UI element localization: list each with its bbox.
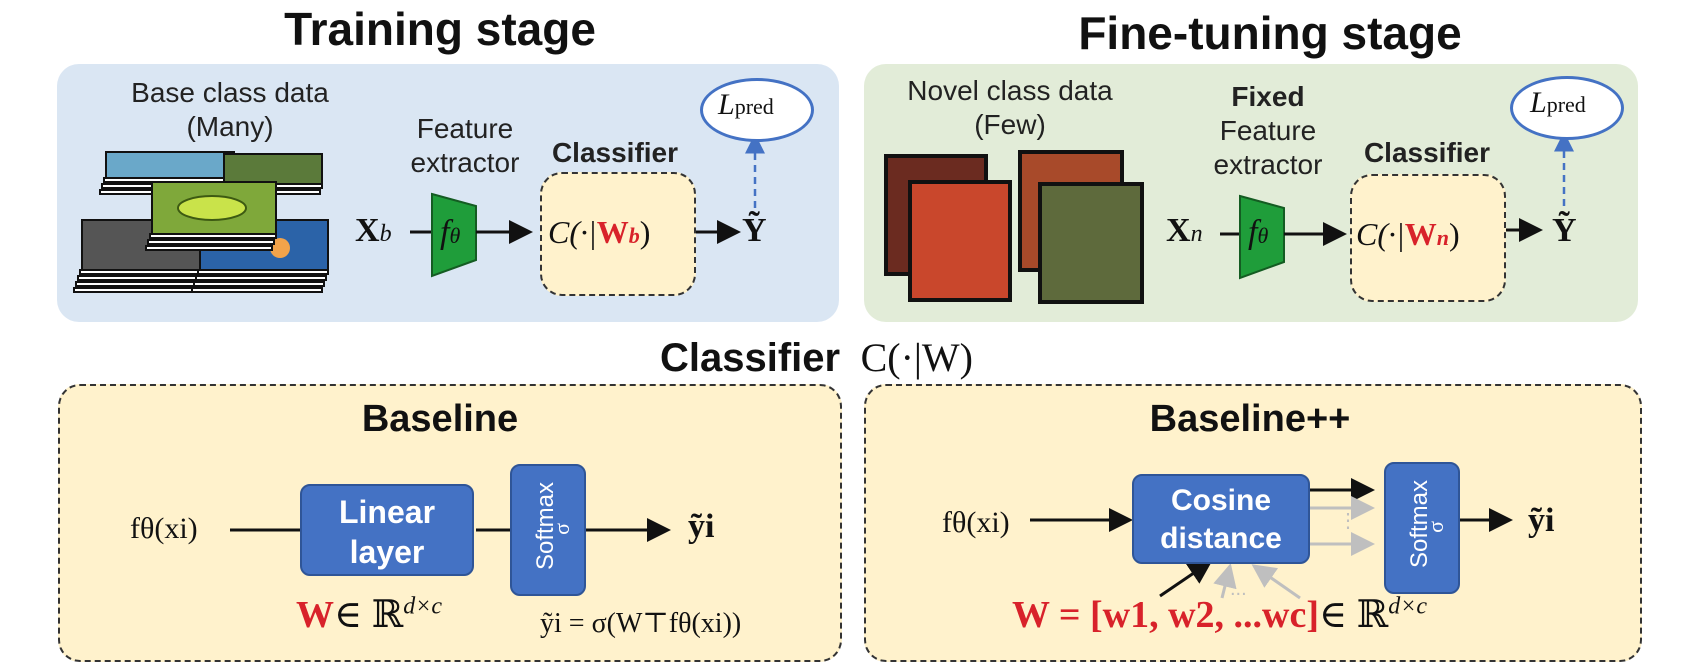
training-stage-title: Training stage (284, 3, 596, 55)
baseline-formula: ỹi = σ(W⊤fθ(xi)) (540, 608, 742, 639)
baseline-input: fθ(xi) (130, 512, 198, 545)
novel-class-data-label: Novel class data (Few) (907, 75, 1113, 140)
training-input-symbol: Xb (355, 212, 392, 249)
baselinepp-wc-arrow (1251, 564, 1301, 600)
baseline-title: Baseline (361, 398, 519, 440)
base-class-image-stacks (73, 151, 329, 293)
finetune-output-symbol: Ỹ (1552, 212, 1577, 249)
training-feature-extractor-label: Feature extractor (410, 113, 520, 178)
baselinepp-input: fθ(xi) (942, 506, 1010, 539)
stack-center (145, 181, 277, 251)
training-flow (410, 133, 765, 278)
finetuning-stage-title: Fine-tuning stage (1078, 7, 1462, 59)
baselinepp-title: Baseline++ (1149, 398, 1351, 440)
novel-image-4 (1038, 182, 1144, 304)
baseline-flow (230, 518, 671, 542)
training-classifier-label: Classifier (551, 137, 679, 168)
training-classifier-expr: C(·|Wb) (548, 214, 651, 250)
baselinepp-cosine-distance: Cosine distance (1132, 474, 1310, 564)
baselinepp-w2-arrow (1213, 563, 1237, 599)
baselinepp-W-def: W = [w1, w2, ...wc]∈ ℝd×c (1012, 593, 1428, 636)
training-loss-symbol: Lpred (718, 88, 774, 121)
baselinepp-output: ỹi (1528, 502, 1555, 539)
baseline-W-space: W∈ ℝd×c (296, 593, 443, 636)
training-f-theta: fθ (440, 214, 461, 251)
finetune-extractor-trapezoid (1239, 194, 1285, 280)
finetune-f-theta: fθ (1248, 214, 1269, 251)
training-output-symbol: Ỹ (742, 212, 767, 249)
finetune-flow (1220, 131, 1574, 280)
baselinepp-flow (1030, 478, 1513, 600)
baseline-output: ỹi (688, 508, 715, 545)
finetune-input-symbol: Xn (1166, 212, 1203, 249)
classifier-heading: Classifier C(·|W) (660, 335, 973, 380)
baselinepp-w1-arrow (1159, 560, 1213, 598)
training-extractor-trapezoid (431, 192, 477, 278)
finetune-classifier-box (1350, 174, 1506, 302)
training-loss-ellipse (700, 78, 814, 142)
finetune-classifier-expr: C(·|Wn) (1356, 216, 1460, 252)
finetune-classifier-label: Classifier (1363, 137, 1491, 168)
novel-image-2 (908, 180, 1012, 302)
training-classifier-box (540, 172, 696, 296)
baselinepp-horizontal-dots: ... (1230, 578, 1247, 600)
baseline-softmax: Softmax σ (510, 464, 586, 596)
baselinepp-vertical-dots: ⋮ (1338, 510, 1358, 532)
baseline-linear-layer: Linear layer (300, 484, 474, 576)
finetune-feature-extractor-label: Fixed Feature extractor (1213, 81, 1323, 180)
baselinepp-softmax: Softmax σ (1384, 462, 1460, 594)
base-class-data-label: Base class data (Many) (131, 77, 329, 142)
finetune-loss-ellipse (1510, 76, 1624, 140)
finetune-loss-symbol: Lpred (1530, 86, 1586, 119)
